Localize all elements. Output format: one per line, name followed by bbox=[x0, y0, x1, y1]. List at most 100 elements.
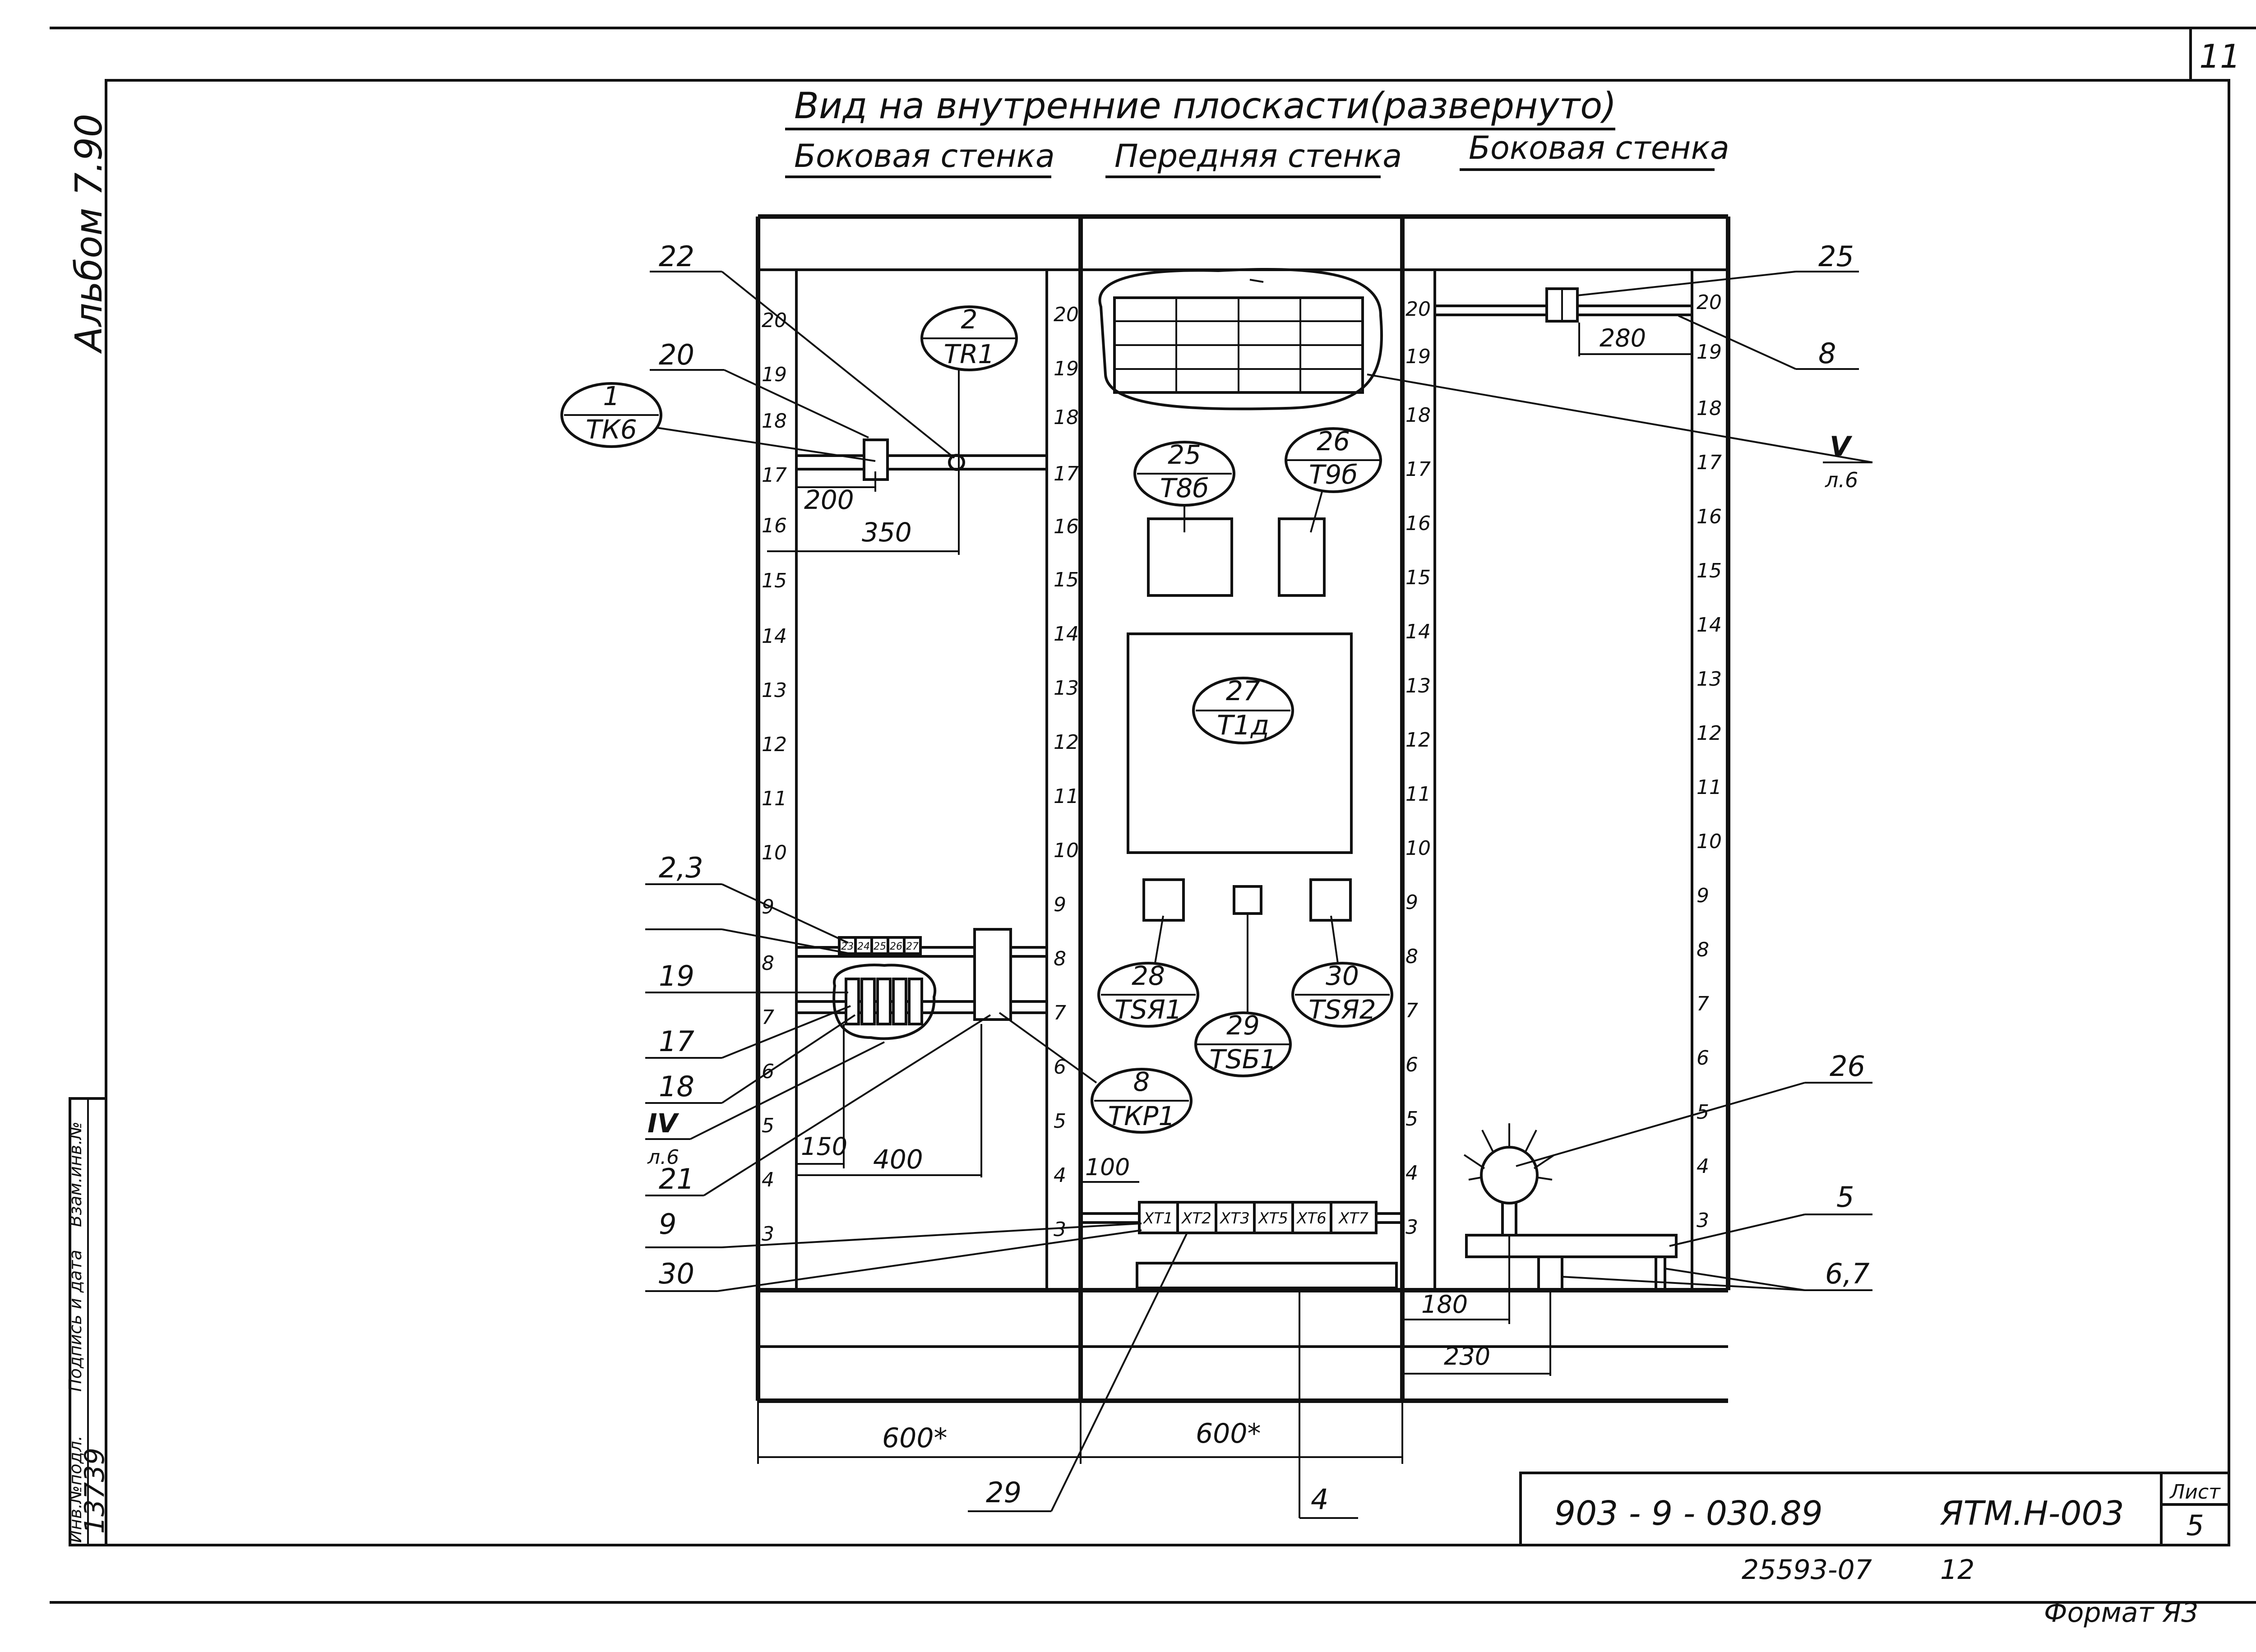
device-30 bbox=[1309, 878, 1352, 922]
leader-26: 26 bbox=[1516, 1050, 1872, 1167]
svg-text:16: 16 bbox=[762, 514, 787, 537]
svg-text:27: 27 bbox=[1226, 675, 1260, 707]
mounting-plate-4 bbox=[1136, 1262, 1398, 1289]
socket-26 bbox=[1463, 1123, 1555, 1234]
svg-text:4: 4 bbox=[762, 1168, 774, 1191]
svg-text:IV: IV bbox=[647, 1108, 680, 1139]
sheet-label: Лист bbox=[2169, 1481, 2221, 1504]
svg-text:14: 14 bbox=[1405, 620, 1431, 643]
svg-text:9: 9 bbox=[1054, 893, 1066, 916]
svg-text:XT3: XT3 bbox=[1219, 1209, 1250, 1227]
svg-text:16: 16 bbox=[1405, 512, 1431, 535]
drawing-title: Вид на внутренние плоскасти(развернуто) bbox=[794, 85, 1616, 127]
leader-6-7: 6,7 bbox=[1561, 1257, 1872, 1291]
svg-text:19: 19 bbox=[762, 363, 787, 386]
leader-8: 8 bbox=[1678, 315, 1859, 370]
svg-text:8: 8 bbox=[762, 952, 774, 975]
svg-text:8: 8 bbox=[1054, 947, 1066, 970]
svg-text:100: 100 bbox=[1085, 1154, 1130, 1181]
approval-stamp: Инв.№подл. Подпись и дата Взам.инв.№ 137… bbox=[65, 1097, 111, 1546]
wall-label-left: Боковая стенка bbox=[794, 138, 1055, 175]
svg-text:26: 26 bbox=[1317, 426, 1350, 457]
svg-text:5: 5 bbox=[762, 1114, 774, 1137]
svg-text:27: 27 bbox=[906, 941, 919, 952]
base-plate-5 bbox=[1465, 1234, 1678, 1292]
svg-text:12: 12 bbox=[1697, 722, 1722, 745]
svg-text:5: 5 bbox=[1054, 1110, 1066, 1133]
svg-text:л.6: л.6 bbox=[647, 1146, 679, 1169]
svg-text:TSБ1: TSБ1 bbox=[1210, 1044, 1277, 1075]
leader-17: 17 bbox=[645, 1005, 851, 1059]
svg-text:3: 3 bbox=[1697, 1209, 1709, 1232]
svg-text:18: 18 bbox=[1405, 404, 1431, 427]
svg-text:25: 25 bbox=[874, 941, 886, 952]
svg-text:6: 6 bbox=[1697, 1047, 1709, 1070]
svg-text:16: 16 bbox=[1054, 515, 1079, 538]
svg-text:4: 4 bbox=[1405, 1162, 1418, 1185]
relay-group-iv bbox=[832, 964, 937, 1040]
svg-text:XT2: XT2 bbox=[1181, 1209, 1211, 1227]
svg-text:8: 8 bbox=[1697, 938, 1709, 961]
svg-text:30: 30 bbox=[1326, 960, 1359, 991]
svg-text:10: 10 bbox=[1405, 837, 1431, 860]
svg-text:4: 4 bbox=[1054, 1164, 1066, 1187]
svg-text:180: 180 bbox=[1421, 1290, 1468, 1319]
svg-text:16: 16 bbox=[1697, 505, 1722, 528]
stamp-col-signature: Подпись и дата bbox=[65, 1250, 85, 1392]
device-28 bbox=[1142, 878, 1185, 922]
leader-5: 5 bbox=[1669, 1181, 1872, 1247]
callout-25: 25 Т8б bbox=[1133, 439, 1235, 532]
small-terminal-strip: 23 24 25 26 27 bbox=[838, 936, 922, 955]
svg-text:13: 13 bbox=[1697, 668, 1722, 691]
leader-20: 20 bbox=[650, 338, 869, 438]
svg-text:17: 17 bbox=[1405, 458, 1431, 481]
leader-30: 30 bbox=[645, 1229, 1142, 1292]
svg-text:15: 15 bbox=[1054, 568, 1079, 591]
album-label: Альбом 7.90 bbox=[68, 114, 111, 354]
svg-text:26: 26 bbox=[890, 941, 902, 952]
svg-text:2: 2 bbox=[961, 304, 978, 335]
dim-600-right: 600* bbox=[1081, 1401, 1403, 1464]
svg-text:ТК6: ТК6 bbox=[586, 414, 637, 445]
svg-text:350: 350 bbox=[862, 517, 912, 548]
terminal-strip-xt: XT1 XT2 XT3 XT5 XT6 XT7 bbox=[1081, 1201, 1402, 1234]
svg-text:29: 29 bbox=[986, 1476, 1022, 1509]
svg-text:9: 9 bbox=[1405, 891, 1418, 914]
svg-text:17: 17 bbox=[1054, 462, 1079, 485]
svg-text:2,3: 2,3 bbox=[659, 851, 703, 884]
svg-text:11: 11 bbox=[1697, 776, 1722, 799]
svg-text:28: 28 bbox=[1132, 960, 1165, 991]
svg-text:19: 19 bbox=[1405, 345, 1431, 368]
svg-text:9: 9 bbox=[659, 1208, 676, 1241]
svg-text:25: 25 bbox=[1168, 439, 1201, 470]
svg-text:7: 7 bbox=[762, 1006, 774, 1029]
callout-26: 26 Т9б bbox=[1285, 426, 1382, 533]
svg-text:TSЯ2: TSЯ2 bbox=[1308, 994, 1376, 1025]
svg-text:29: 29 bbox=[1226, 1010, 1260, 1041]
leader-19: 19 bbox=[645, 960, 848, 993]
callout-29: 29 TSБ1 bbox=[1194, 914, 1292, 1077]
leader-4: 4 bbox=[1299, 1289, 1358, 1519]
svg-text:6,7: 6,7 bbox=[1825, 1257, 1870, 1290]
leader-22: 22 bbox=[650, 240, 955, 459]
dim-150: 150 bbox=[796, 1024, 847, 1168]
leader-25: 25 bbox=[1576, 240, 1859, 296]
wall-label-front: Передняя стенка bbox=[1114, 138, 1402, 175]
svg-text:7: 7 bbox=[1405, 999, 1418, 1022]
callout-1: 1 ТК6 bbox=[560, 381, 876, 462]
right-wall-upper-rail bbox=[1435, 287, 1692, 323]
callout-27: 27 Т1д bbox=[1192, 675, 1294, 744]
section-ref-iv: IV л.6 bbox=[645, 1041, 885, 1169]
svg-text:600*: 600* bbox=[1196, 1418, 1261, 1449]
svg-text:11: 11 bbox=[1054, 785, 1079, 808]
leader-29: 29 bbox=[968, 1233, 1188, 1512]
svg-text:12: 12 bbox=[1054, 731, 1079, 754]
svg-text:3: 3 bbox=[762, 1223, 774, 1246]
scale-right-inner: 20 19 18 17 16 15 14 13 12 11 10 9 8 7 6… bbox=[1405, 298, 1431, 1239]
svg-text:18: 18 bbox=[1697, 397, 1722, 420]
sheet-value: 5 bbox=[2186, 1509, 2204, 1542]
svg-text:13: 13 bbox=[762, 679, 787, 702]
svg-text:13: 13 bbox=[1054, 677, 1079, 700]
svg-text:Т9б: Т9б bbox=[1309, 459, 1358, 490]
